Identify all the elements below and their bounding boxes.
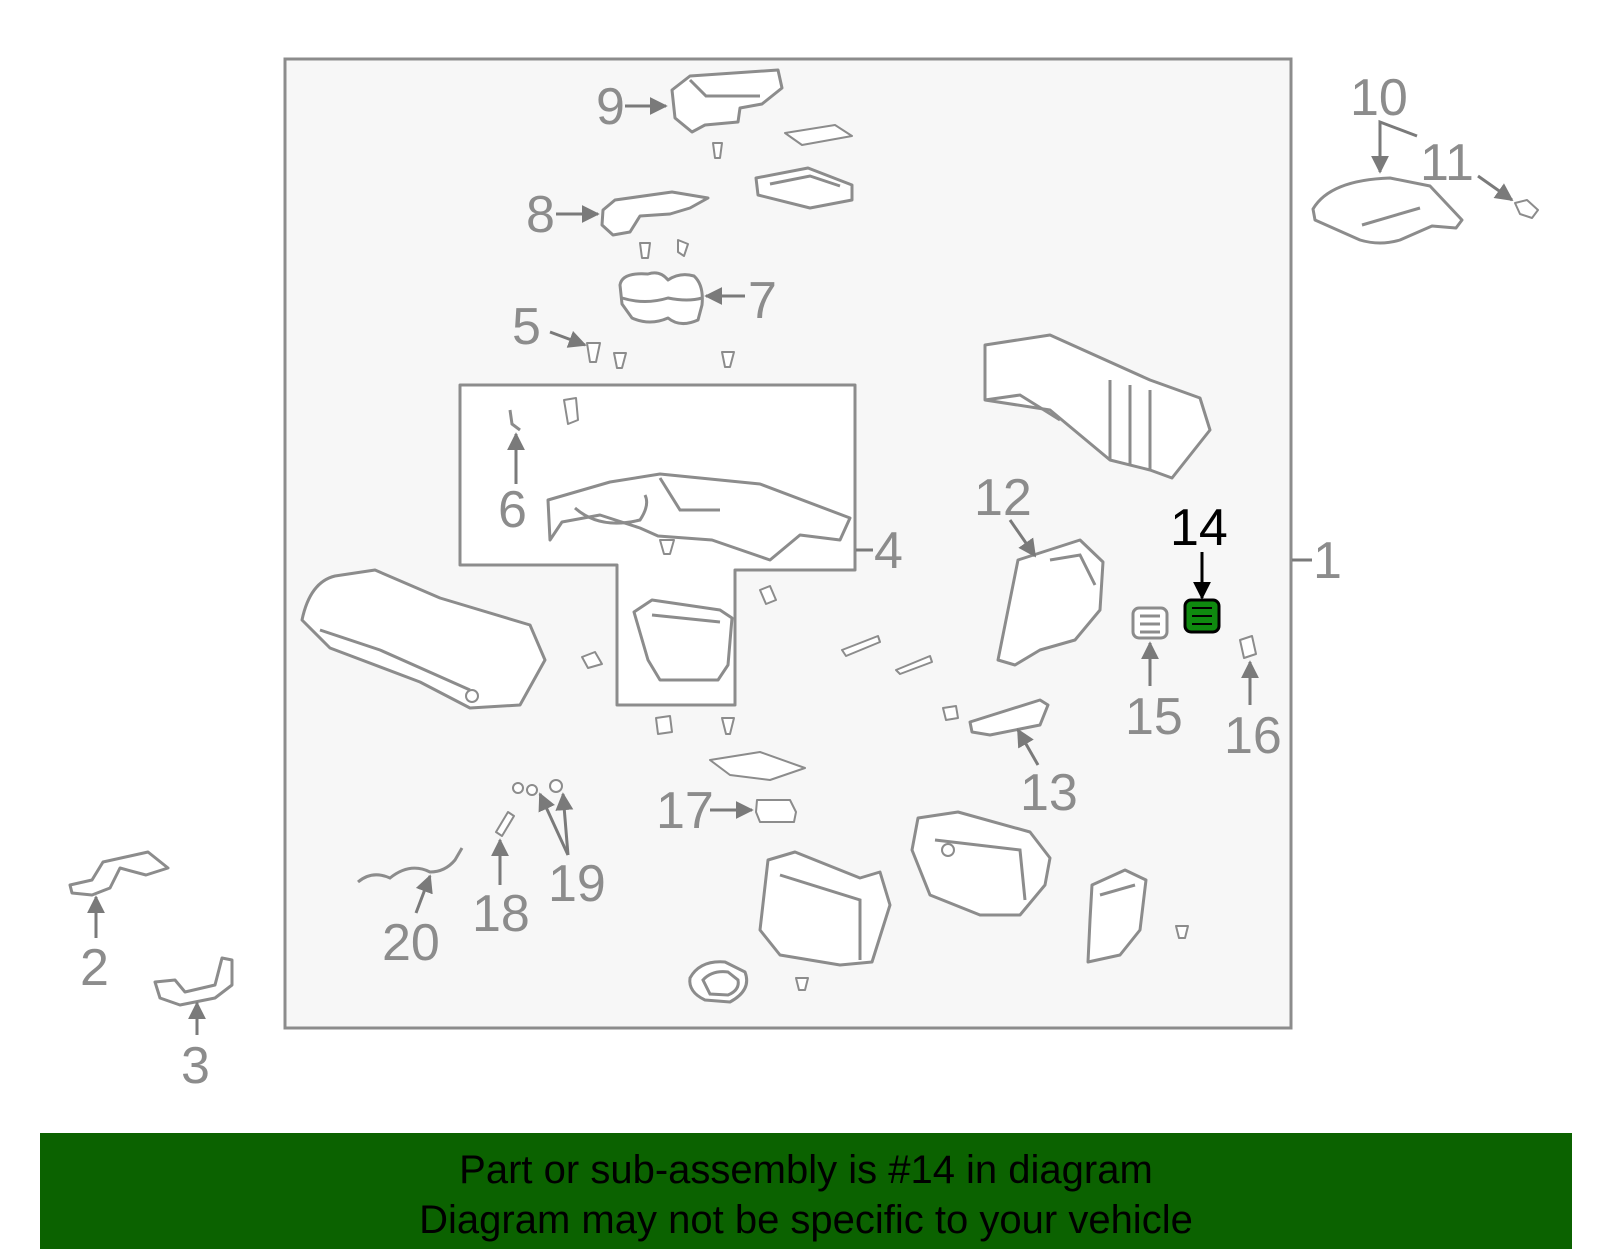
leader-13 (1016, 728, 1040, 766)
leader-10 (1371, 119, 1418, 174)
clip (759, 585, 777, 605)
part-11-clip[interactable] (1514, 199, 1539, 219)
leader-12 (1008, 519, 1037, 558)
leader-5 (549, 330, 587, 348)
leader-19b (555, 792, 574, 856)
callout-6: 6 (498, 481, 527, 539)
callout-16: 16 (1224, 707, 1282, 765)
callout-1: 1 (1313, 532, 1342, 590)
subassembly-frame (458, 383, 857, 707)
part-13-trim[interactable] (968, 698, 1050, 737)
callout-18: 18 (472, 885, 530, 943)
part-17-switch[interactable] (755, 799, 797, 823)
part-3-bracket[interactable] (153, 956, 234, 1007)
screw (586, 342, 601, 363)
part-8-lid[interactable] (600, 190, 710, 237)
leader-20 (414, 874, 433, 914)
part-6-clip[interactable] (508, 409, 521, 432)
callout-5: 5 (512, 298, 541, 356)
lower-housing-1 (758, 850, 892, 967)
console-body (546, 472, 852, 562)
pad (709, 751, 806, 781)
side-panel-right (983, 333, 1212, 480)
callout-10: 10 (1350, 69, 1408, 127)
part-14-highlighted[interactable] (1183, 598, 1221, 634)
trim-strip (841, 635, 881, 657)
part-18-fastener[interactable] (495, 811, 515, 837)
grommet (688, 960, 749, 1004)
screw (721, 351, 735, 368)
callout-13: 13 (1020, 764, 1078, 822)
clip (655, 715, 673, 735)
screw (712, 142, 723, 159)
duct (1086, 868, 1148, 964)
screw (639, 242, 651, 259)
leader-11 (1477, 174, 1514, 202)
clip (581, 651, 603, 669)
screw (795, 977, 809, 991)
clip (942, 705, 959, 721)
part-15-vent[interactable] (1131, 606, 1169, 640)
trim-strip (895, 655, 933, 675)
callout-15: 15 (1125, 688, 1183, 746)
part-19-clips[interactable] (512, 779, 563, 796)
tray (754, 166, 854, 210)
info-banner: Part or sub-assembly is #14 in diagram D… (40, 1133, 1572, 1249)
callout-9: 9 (596, 78, 625, 136)
screw (677, 239, 689, 257)
part-10-armrest[interactable] (1311, 176, 1464, 245)
part-2-bracket[interactable] (68, 850, 170, 897)
callout-8: 8 (526, 186, 555, 244)
callout-20: 20 (382, 914, 440, 972)
clip (563, 397, 579, 425)
callout-12: 12 (974, 469, 1032, 527)
callout-17: 17 (656, 782, 714, 840)
callout-14: 14 (1170, 499, 1228, 557)
part-9-lid[interactable] (670, 68, 784, 134)
lower-housing-2 (910, 810, 1052, 917)
part-7-cup-holder[interactable] (618, 271, 704, 325)
callout-19: 19 (548, 855, 606, 913)
storage-bin (632, 598, 734, 682)
part-16-clip[interactable] (1239, 635, 1257, 659)
callout-3: 3 (181, 1037, 210, 1095)
banner-line-2: Diagram may not be specific to your vehi… (419, 1198, 1193, 1242)
callout-11: 11 (1420, 134, 1474, 192)
banner-line-1: Part or sub-assembly is #14 in diagram (459, 1148, 1153, 1192)
screw (1175, 925, 1189, 939)
callout-2: 2 (80, 939, 109, 997)
screw (721, 717, 735, 735)
leader-19a (538, 792, 570, 856)
screw (659, 539, 675, 555)
part-12-trim[interactable] (996, 538, 1105, 667)
vent-grille (784, 124, 853, 146)
callout-7: 7 (748, 272, 777, 330)
screw (613, 352, 627, 369)
callout-4: 4 (874, 522, 903, 580)
part-20-harness[interactable] (357, 847, 464, 884)
side-panel-left (300, 568, 547, 710)
